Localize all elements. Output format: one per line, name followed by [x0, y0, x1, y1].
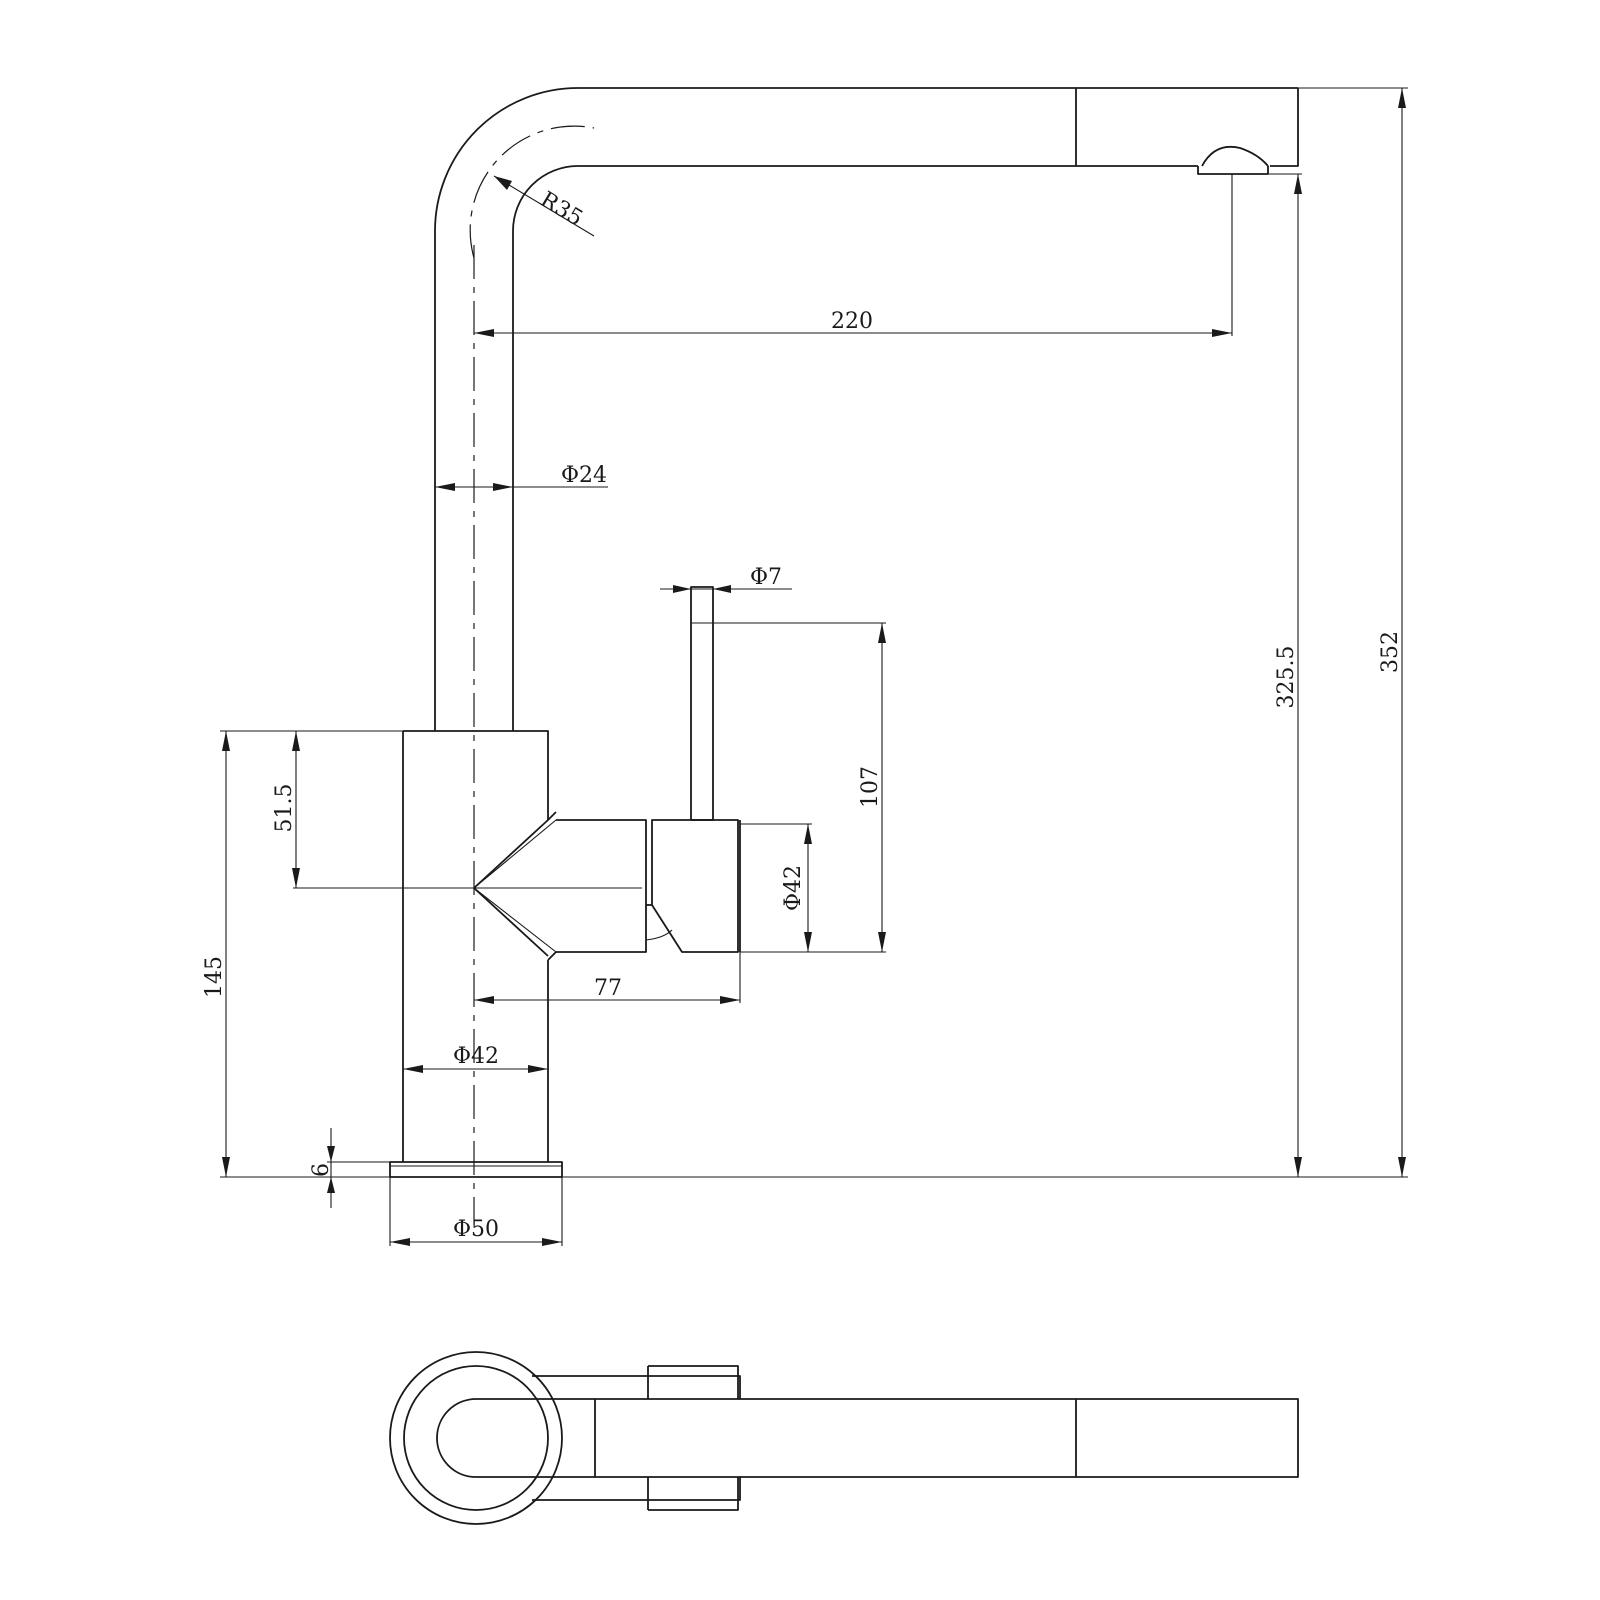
- top-view-spout: [436, 1398, 1299, 1478]
- lever-rod: [690, 586, 714, 821]
- handle-cartridge: [645, 819, 741, 953]
- body-diameter-dimension: Φ42: [403, 1044, 548, 1073]
- spout-reach-dimension: 220: [474, 174, 1233, 337]
- overall-height-label: 352: [1378, 631, 1403, 673]
- bend-centerline: [469, 125, 595, 259]
- handle-reach-label: 77: [594, 976, 622, 1001]
- base-thickness-dimension: 6: [309, 1128, 390, 1208]
- lever-height-label: 107: [858, 766, 883, 808]
- top-view-base: [389, 1351, 563, 1525]
- lever-diameter-label: Φ7: [750, 565, 782, 590]
- base-diameter-label: Φ50: [453, 1217, 499, 1242]
- body-diameter-label: Φ42: [453, 1044, 499, 1069]
- handle-cone: [473, 819, 647, 957]
- radius-label: R35: [536, 187, 587, 231]
- body-cylinder: [402, 730, 642, 1162]
- side-elevation-view: [220, 87, 1299, 1225]
- outlet-height-label: 325.5: [1274, 646, 1299, 709]
- base-flange: [389, 1161, 563, 1178]
- body-height-label: 145: [202, 956, 227, 998]
- handle-reach-dimension: 77: [474, 952, 741, 1004]
- handle-diameter-dimension: Φ42: [740, 823, 812, 952]
- tube-diameter-dimension: Φ24: [435, 463, 608, 491]
- handle-diameter-label: Φ42: [781, 865, 806, 911]
- tube-diameter-label: Φ24: [561, 463, 607, 488]
- radius-dimension: R35: [493, 175, 595, 237]
- dimensions: R35 220 Φ24 Φ7: [202, 87, 1408, 1246]
- lever-height-dimension: 107: [713, 622, 886, 953]
- body-top-offset-label: 51.5: [272, 784, 297, 833]
- base-thickness-label: 6: [309, 1163, 334, 1177]
- overall-height-dimension: 352: [1298, 87, 1408, 1178]
- spout-tube: [434, 87, 1299, 731]
- spout-reach-label: 220: [831, 309, 873, 334]
- body-top-offset-dimension: 51.5: [272, 730, 403, 889]
- top-view-handle: [532, 1365, 741, 1511]
- base-diameter-dimension: Φ50: [389, 1177, 563, 1246]
- body-height-dimension: 145: [202, 730, 293, 1177]
- top-view: [389, 1351, 1299, 1525]
- outlet-height-dimension: 325.5: [1268, 173, 1302, 1177]
- lever-diameter-dimension: Φ7: [660, 565, 792, 593]
